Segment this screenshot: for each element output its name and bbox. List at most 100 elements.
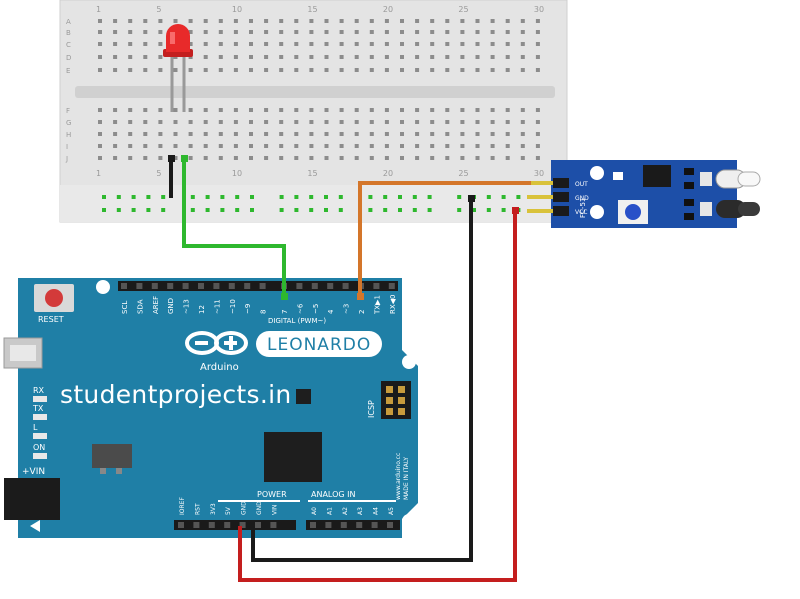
breadboard-hole — [203, 132, 208, 136]
analog-pin-hole[interactable] — [371, 522, 378, 528]
analog-pin-hole[interactable] — [325, 522, 332, 528]
analog-pin-header — [306, 520, 400, 530]
breadboard-hole — [354, 132, 359, 136]
breadboard-hole — [354, 30, 359, 34]
digital-pin-hole[interactable] — [121, 283, 127, 289]
power-pin-hole[interactable] — [193, 522, 200, 528]
digital-pin-hole[interactable] — [327, 283, 334, 289]
board-name: LEONARDO — [267, 335, 371, 355]
row-letter: C — [66, 41, 71, 49]
breadboard-hole — [430, 68, 435, 72]
digital-pin-hole[interactable] — [151, 283, 158, 289]
analog-pin-hole[interactable] — [340, 522, 347, 528]
breadboard-hole — [203, 156, 208, 160]
breadboard-hole — [400, 19, 404, 23]
potentiometer-knob-icon[interactable] — [625, 204, 641, 220]
breadboard-hole — [143, 68, 148, 72]
rail-hole — [116, 208, 121, 212]
digital-pin-hole[interactable] — [259, 283, 266, 289]
breadboard-hole — [233, 108, 238, 112]
made-in-label: MADE IN ITALY — [403, 457, 410, 500]
power-pin-hole[interactable] — [224, 522, 231, 528]
column-number: 1 — [96, 5, 101, 14]
digital-pin-label: SDA — [136, 299, 144, 314]
digital-pin-hole[interactable] — [244, 283, 251, 289]
digital-pin-hole[interactable] — [167, 283, 174, 289]
breadboard-hole — [249, 19, 253, 23]
digital-pin-header — [118, 281, 398, 291]
sensor-header-pin — [527, 195, 553, 199]
breadboard-hole — [279, 132, 284, 136]
breadboard-hole — [233, 132, 238, 136]
breadboard-hole — [369, 156, 374, 160]
rail-hole — [279, 208, 284, 212]
column-number: 30 — [534, 169, 544, 178]
digital-pin-hole[interactable] — [182, 283, 189, 289]
digital-pin-hole[interactable] — [213, 283, 220, 289]
digital-pin-hole[interactable] — [342, 283, 349, 289]
breadboard-hole — [294, 132, 299, 136]
rail-hole — [309, 208, 314, 212]
rail-hole — [472, 208, 476, 212]
analog-pin-hole[interactable] — [310, 522, 316, 528]
breadboard-hole — [415, 55, 420, 59]
breadboard-hole — [490, 42, 495, 46]
breadboard-hole — [233, 42, 238, 46]
breadboard-hole — [158, 30, 163, 34]
breadboard-hole — [98, 108, 102, 112]
breadboard-hole — [218, 108, 223, 112]
breadboard-hole — [324, 68, 329, 72]
board-name-badge — [256, 331, 382, 357]
breadboard-hole — [475, 30, 480, 34]
breadboard-hole — [128, 68, 133, 72]
breadboard-hole — [128, 132, 133, 136]
wire-black-gnd — [251, 198, 473, 562]
breadboard-hole — [218, 120, 223, 124]
breadboard-hole — [324, 42, 329, 46]
breadboard-hole — [188, 42, 193, 46]
power-pin-hole[interactable] — [270, 522, 277, 528]
icsp-pins — [386, 386, 405, 415]
breadboard-hole — [98, 68, 102, 72]
digital-pin-hole[interactable] — [311, 283, 318, 289]
power-pin-hole[interactable] — [239, 522, 246, 528]
breadboard-hole — [490, 120, 495, 124]
digital-pin-hole[interactable] — [296, 283, 303, 289]
breadboard-hole — [309, 156, 314, 160]
rail-hole — [294, 208, 299, 212]
analog-pin-hole[interactable] — [387, 522, 393, 528]
column-number: 10 — [232, 169, 242, 178]
breadboard-hole — [218, 19, 223, 23]
rail-hole — [116, 195, 121, 199]
breadboard-hole — [505, 19, 510, 23]
digital-pin-hole[interactable] — [228, 283, 235, 289]
power-pin-header — [174, 520, 296, 530]
breadboard-hole — [415, 120, 420, 124]
row-letter: F — [66, 107, 70, 115]
power-pin-hole[interactable] — [178, 522, 184, 528]
power-pin-hole[interactable] — [255, 522, 261, 528]
rail-hole — [190, 208, 195, 212]
digital-pin-hole[interactable] — [388, 283, 395, 289]
breadboard-hole — [400, 42, 404, 46]
breadboard-hole — [445, 132, 450, 136]
digital-pin-hole[interactable] — [198, 283, 204, 289]
power-pin-hole[interactable] — [208, 522, 215, 528]
breadboard-hole — [218, 132, 223, 136]
row-letter: J — [65, 155, 68, 163]
breadboard-hole — [400, 120, 404, 124]
reset-button-cap[interactable] — [45, 289, 63, 307]
breadboard-hole — [505, 108, 510, 112]
analog-pin-hole[interactable] — [356, 522, 363, 528]
digital-pin-hole[interactable] — [136, 283, 143, 289]
breadboard-hole — [294, 108, 299, 112]
breadboard-hole — [520, 108, 525, 112]
breadboard-hole — [309, 19, 314, 23]
mounting-hole — [96, 280, 110, 294]
digital-pin-hole[interactable] — [373, 283, 380, 289]
rail-hole — [220, 208, 225, 212]
breadboard-hole — [490, 156, 495, 160]
breadboard-hole — [339, 108, 344, 112]
